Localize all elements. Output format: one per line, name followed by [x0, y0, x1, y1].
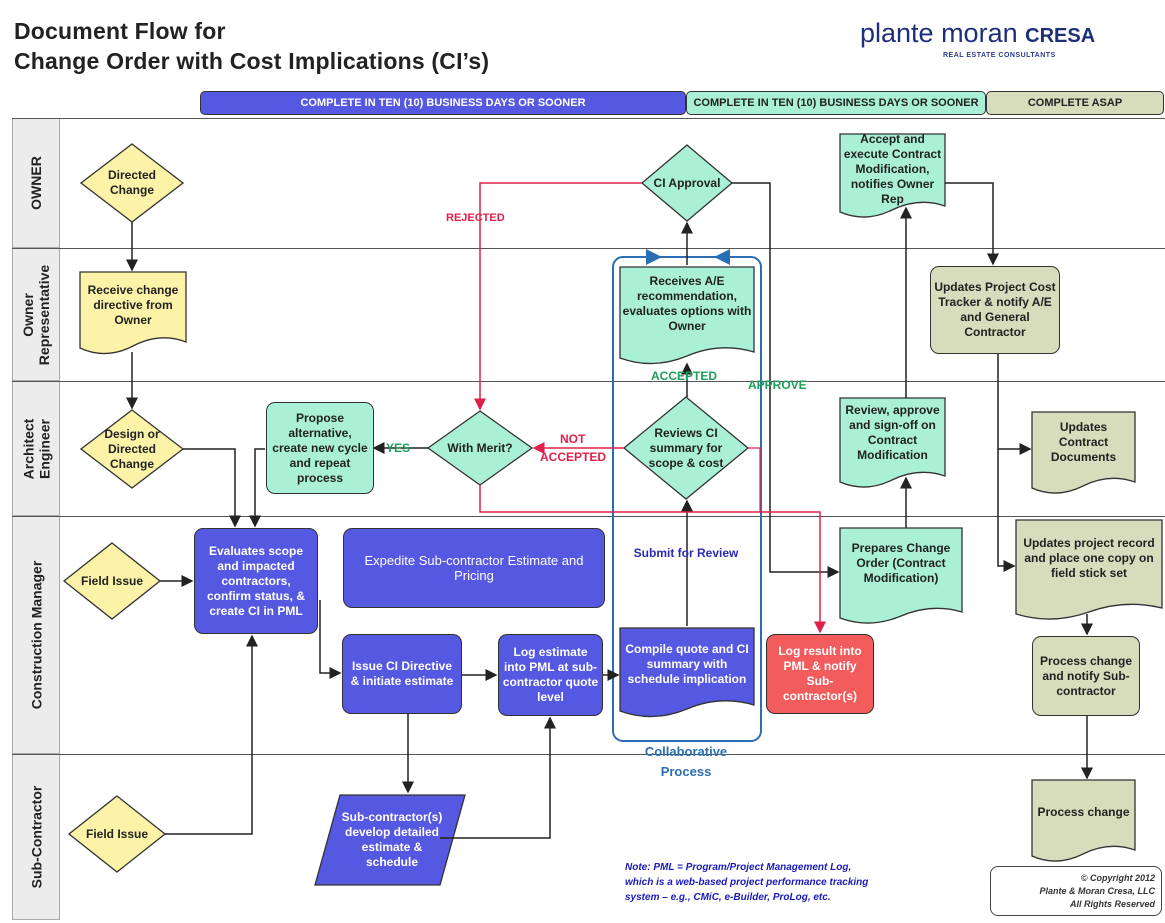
propose-alternative-box: Propose alternative, create new cycle an…: [266, 402, 374, 494]
copyright-line-1: © Copyright 2012: [1080, 873, 1155, 883]
field-issue-sub-diamond: [67, 795, 167, 873]
issue-ci-box: Issue CI Directive & initiate estimate: [342, 634, 462, 714]
brand-logo: plante moran CRESA: [860, 18, 1095, 49]
updates-docs-shape: [1031, 411, 1136, 494]
review-approve-label: Review, approve and sign-off on Contract…: [845, 403, 940, 462]
lane-label-owner: OWNER: [12, 118, 60, 248]
collaborative-label-1: Collaborative: [644, 744, 728, 759]
updates-record-shape: [1015, 519, 1163, 620]
review-approve-shape: [839, 397, 946, 488]
accept-execute-label: Accept and execute Contract Modification…: [843, 131, 942, 206]
submit-review-label: Submit for Review: [633, 546, 739, 560]
lane-divider: [12, 754, 1165, 755]
process-change-shape: [1031, 779, 1136, 862]
lane-divider: [12, 516, 1165, 517]
evaluates-scope-box: Evaluates scope and impacted contractors…: [194, 528, 318, 634]
note-line-3: system – e.g., CMiC, e-Builder, ProLog, …: [625, 892, 831, 903]
updates-tracker-box: Updates Project Cost Tracker & notify A/…: [930, 266, 1060, 354]
note-line-1: Note: PML = Program/Project Management L…: [625, 862, 852, 873]
design-directed-diamond: [79, 409, 185, 489]
note-line-2: which is a web-based project performance…: [625, 877, 869, 888]
copyright-box: © Copyright 2012 Plante & Moran Cresa, L…: [990, 866, 1162, 916]
receives-ae-shape: [619, 266, 755, 365]
yes-label: YES: [386, 441, 411, 455]
not-label: NOT: [560, 432, 586, 446]
title-line-1: Document Flow for: [14, 18, 226, 44]
phase-bar-3: COMPLETE ASAP: [986, 91, 1164, 115]
prepares-co-shape: [839, 527, 963, 624]
with-merit-label: With Merit?: [447, 440, 513, 455]
prepares-co-label: Prepares Change Order (Contract Modifica…: [851, 540, 951, 585]
reviews-ci-label: Reviews CI summary for scope & cost: [648, 425, 724, 470]
lane-divider: [12, 248, 1165, 249]
pml-note: Note: PML = Program/Project Management L…: [625, 860, 868, 905]
reviews-ci-diamond: [622, 396, 750, 500]
lane-divider: [12, 118, 1165, 119]
process-change-label: Process change: [1037, 804, 1130, 819]
title-line-2: Change Order with Cost Implications (CI’…: [14, 48, 490, 74]
not-accepted-label: ACCEPTED: [540, 450, 607, 464]
directed-change-label: Directed Change: [107, 168, 157, 197]
field-issue-cm-diamond: [62, 542, 162, 620]
lane-divider: [12, 381, 1165, 382]
log-estimate-box: Log estimate into PML at sub-contractor …: [498, 634, 603, 716]
brand-tagline: REAL ESTATE CONSULTANTS: [943, 52, 1056, 59]
phase-bar-1: COMPLETE IN TEN (10) BUSINESS DAYS OR SO…: [200, 91, 686, 115]
updates-docs-label: Updates Contract Documents: [1050, 419, 1117, 464]
copyright-line-3: All Rights Reserved: [1069, 899, 1155, 909]
sub-develop-shape: [314, 794, 466, 886]
receive-directive-label: Receive change directive from Owner: [87, 282, 179, 327]
copyright-line-2: Plante & Moran Cresa, LLC: [1039, 886, 1155, 896]
field-issue-cm-label: Field Issue: [80, 573, 144, 588]
compile-quote-shape: [619, 627, 755, 718]
brand-name: plante moran: [860, 18, 1018, 48]
phase-bar-2: COMPLETE IN TEN (10) BUSINESS DAYS OR SO…: [686, 91, 986, 115]
rejected-label: REJECTED: [446, 212, 505, 224]
compile-quote-label: Compile quote and CI summary with schedu…: [625, 641, 749, 686]
collaborative-label-2: Process: [660, 764, 712, 779]
process-notify-box: Process change and notify Sub-contractor: [1032, 636, 1140, 716]
log-result-box: Log result into PML & notify Sub-contrac…: [766, 634, 874, 714]
accepted-label: ACCEPTED: [651, 369, 718, 383]
field-issue-sub-label: Field Issue: [85, 826, 149, 841]
ci-approval-label: CI Approval: [653, 175, 721, 190]
receives-ae-label: Receives A/E recommendation, evaluates o…: [622, 274, 752, 333]
updates-record-label: Updates project record and place one cop…: [1023, 535, 1155, 580]
sub-develop-label: Sub-contractor(s) develop detailed estim…: [341, 810, 443, 869]
expedite-box: Expedite Sub-contractor Estimate and Pri…: [343, 528, 605, 608]
receive-directive-shape: [79, 271, 187, 355]
lane-label-sub-contractor: Sub-Contractor: [12, 754, 60, 920]
design-directed-label: Design or Directed Change: [104, 426, 160, 471]
lane-label-construction-manager: Construction Manager: [12, 516, 60, 754]
accept-execute-shape: [839, 133, 946, 218]
approve-label: APPROVE: [748, 378, 807, 392]
brand-suffix: CRESA: [1025, 25, 1096, 47]
ci-approval-diamond: [640, 144, 734, 222]
